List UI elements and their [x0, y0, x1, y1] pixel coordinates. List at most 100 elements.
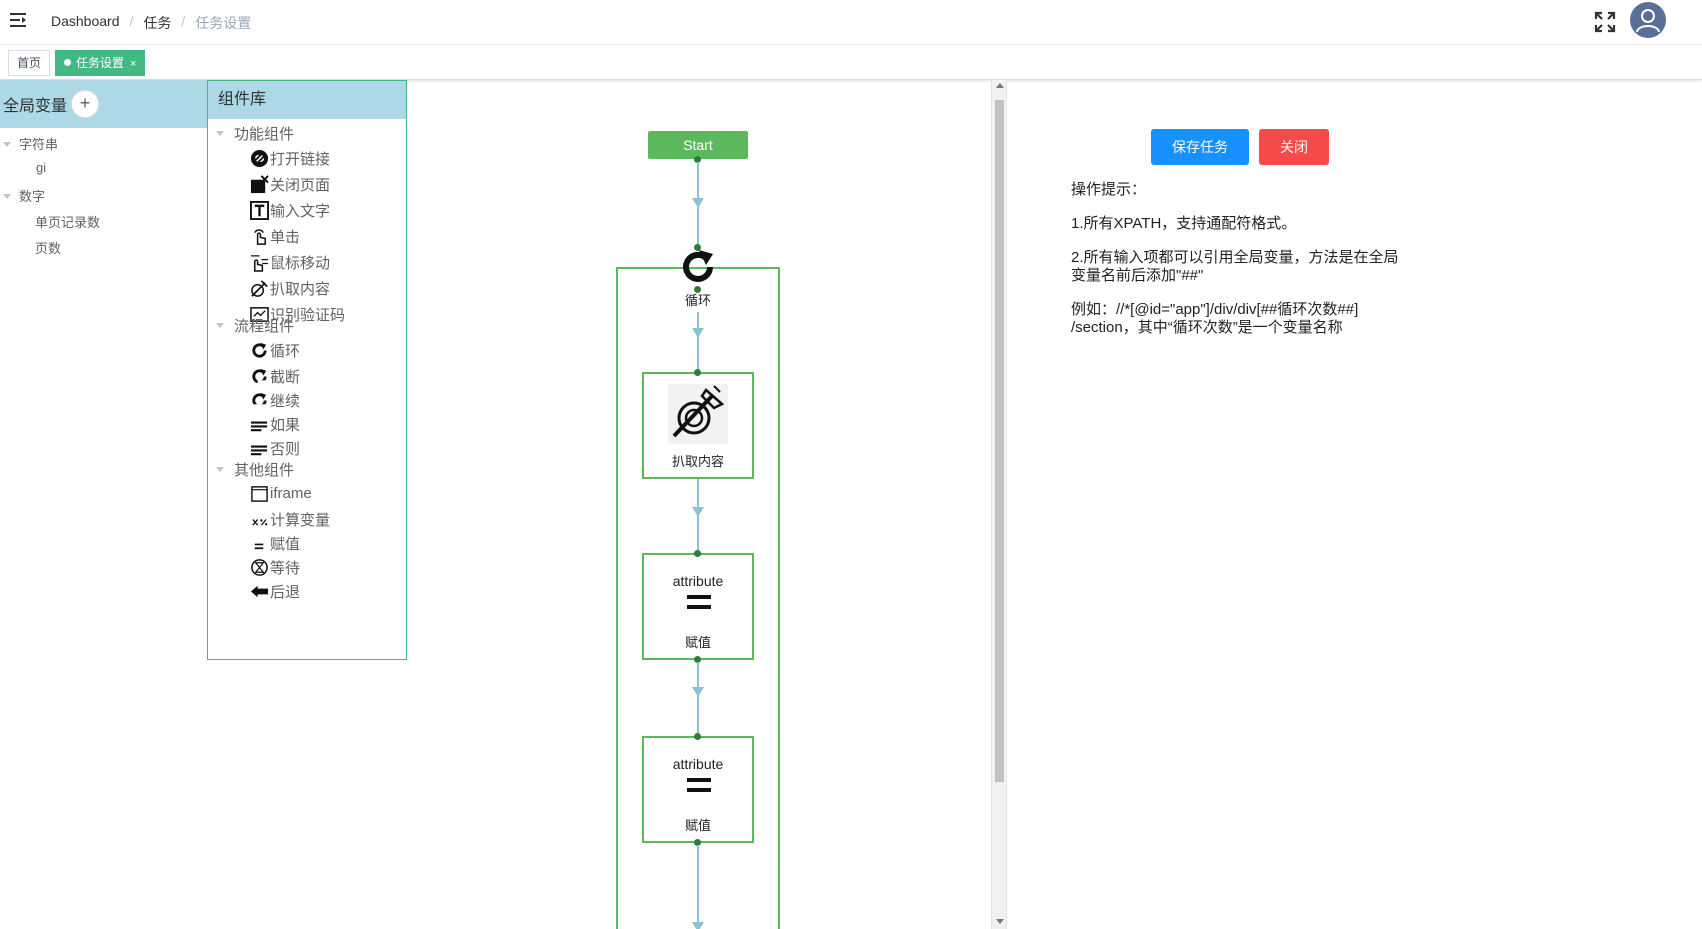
- assign-node-2-label: 赋值: [684, 818, 711, 833]
- group-flow[interactable]: 流程组件: [216, 315, 294, 336]
- component-wait[interactable]: 等待: [250, 557, 300, 578]
- wait-icon: [251, 559, 268, 576]
- assign-node-1-attribute: attribute: [672, 573, 724, 589]
- caret-down-icon[interactable]: [216, 323, 224, 328]
- close-tag-icon[interactable]: ×: [130, 58, 137, 70]
- group-other[interactable]: 其他组件: [216, 459, 294, 480]
- equals-icon: [687, 595, 711, 599]
- component-input-text[interactable]: 输入文字: [250, 200, 330, 221]
- arrow-down-icon: [692, 507, 704, 517]
- assign-icon: [254, 543, 264, 550]
- settings-panel: 保存任务 关闭 操作提示： 1.所有XPATH，支持通配符格式。 2.所有输入项…: [1007, 80, 1702, 929]
- global-vars-panel: 全局变量 + 字符串 gi 数字 单页记录数 页数: [0, 80, 207, 929]
- caret-down-icon[interactable]: [3, 194, 11, 199]
- tip-1: 1.所有XPATH，支持通配符格式。: [1071, 215, 1297, 232]
- hamburger-icon[interactable]: [10, 12, 28, 28]
- tips: 操作提示： 1.所有XPATH，支持通配符格式。 2.所有输入项都可以引用全局变…: [1071, 181, 1411, 353]
- component-break[interactable]: 截断: [250, 366, 300, 387]
- arrow-down-icon: [692, 922, 704, 929]
- calc-var-icon: [252, 519, 268, 526]
- component-if[interactable]: 如果: [250, 414, 300, 435]
- navbar: Dashboard / 任务 / 任务设置: [0, 0, 1702, 45]
- extract-icon: [251, 280, 268, 297]
- group-function[interactable]: 功能组件: [216, 123, 294, 144]
- extract-label: 扒取内容: [671, 454, 724, 469]
- tree-node-number[interactable]: 数字: [3, 186, 45, 205]
- component-iframe[interactable]: iframe: [250, 484, 312, 503]
- link-icon: [250, 149, 269, 168]
- component-extract[interactable]: 扒取内容: [250, 278, 330, 299]
- back-icon: [250, 585, 269, 598]
- assign-node-1[interactable]: attribute 赋值: [642, 553, 754, 660]
- mouse-move-icon: [250, 255, 269, 272]
- loop-label: 循环: [684, 293, 711, 308]
- component-open-link[interactable]: 打开链接: [250, 148, 330, 169]
- caret-down-icon[interactable]: [3, 142, 11, 147]
- assign-node-2[interactable]: attribute 赋值: [642, 736, 754, 843]
- arrow-down-icon: [692, 328, 704, 338]
- component-continue[interactable]: 继续: [250, 390, 300, 411]
- save-task-button[interactable]: 保存任务: [1151, 129, 1249, 165]
- extract-icon: [668, 384, 728, 444]
- component-assign[interactable]: 赋值: [250, 533, 300, 554]
- tip-3: 例如：//*[@id="app"]/div/div[##循环次数##]/sect…: [1071, 301, 1359, 336]
- start-node[interactable]: Start: [648, 131, 748, 159]
- tree-leaf-gi[interactable]: gi: [36, 160, 47, 175]
- scroll-up-icon[interactable]: [996, 83, 1004, 88]
- tip-2: 2.所有输入项都可以引用全局变量，方法是在全局变量名前后添加"##": [1071, 249, 1399, 284]
- assign-node-1-label: 赋值: [684, 635, 711, 650]
- component-mouse-move[interactable]: 鼠标移动: [250, 252, 330, 273]
- breadcrumb-dashboard[interactable]: Dashboard: [51, 13, 120, 29]
- tree-node-string[interactable]: 字符串: [3, 134, 58, 153]
- tag-task-settings[interactable]: 任务设置×: [55, 50, 146, 76]
- click-icon: [254, 229, 266, 245]
- global-vars-title: 全局变量: [3, 98, 68, 115]
- tree-leaf-pages[interactable]: 页数: [35, 241, 62, 256]
- component-back[interactable]: 后退: [250, 581, 300, 602]
- component-loop[interactable]: 循环: [250, 340, 300, 361]
- text-input-icon: [250, 201, 269, 220]
- component-library-title: 组件库: [208, 81, 406, 119]
- add-var-button[interactable]: +: [71, 90, 100, 118]
- arrow-down-icon: [692, 198, 704, 208]
- arrow-down-icon: [692, 687, 704, 697]
- component-calc-var[interactable]: 计算变量: [250, 509, 330, 530]
- split-bar[interactable]: [991, 80, 1007, 929]
- component-else[interactable]: 否则: [250, 438, 300, 459]
- global-vars-header: 全局变量 +: [0, 80, 207, 128]
- loop-container[interactable]: [616, 267, 780, 929]
- component-captcha[interactable]: 识别验证码: [250, 304, 345, 325]
- break-icon: [252, 368, 269, 386]
- if-icon: [250, 421, 268, 432]
- tag-home[interactable]: 首页: [8, 50, 51, 76]
- tree-leaf-page-records[interactable]: 单页记录数: [35, 215, 101, 230]
- breadcrumb-task-settings: 任务设置: [195, 15, 252, 31]
- user-icon: [1636, 9, 1660, 33]
- scroll-down-icon[interactable]: [996, 919, 1004, 924]
- tips-title: 操作提示：: [1071, 181, 1147, 198]
- else-icon: [250, 445, 268, 456]
- avatar[interactable]: [1630, 2, 1666, 38]
- loop-icon: [252, 342, 267, 358]
- breadcrumb: Dashboard / 任务 / 任务设置: [51, 13, 252, 31]
- caret-down-icon[interactable]: [216, 131, 224, 136]
- tags-view: 首页 任务设置×: [0, 46, 1702, 80]
- captcha-icon: [250, 307, 269, 322]
- active-dot-icon: [64, 59, 71, 66]
- component-close-page[interactable]: 关闭页面: [250, 174, 330, 195]
- scrollbar-thumb[interactable]: [995, 100, 1004, 782]
- caret-down-icon[interactable]: [216, 467, 224, 472]
- loop-icon[interactable]: [677, 246, 719, 288]
- fullscreen-icon[interactable]: [1594, 11, 1616, 33]
- equals-icon: [687, 778, 711, 782]
- extract-node[interactable]: 扒取内容: [642, 372, 754, 479]
- close-button[interactable]: 关闭: [1259, 129, 1329, 165]
- close-page-icon: [250, 175, 269, 194]
- component-click[interactable]: 单击: [250, 226, 300, 247]
- continue-icon: [252, 392, 269, 410]
- assign-node-2-attribute: attribute: [672, 756, 724, 772]
- breadcrumb-task[interactable]: 任务: [143, 15, 172, 31]
- flow-canvas[interactable]: Start 循环 扒取内容 attribute 赋值 attribute: [407, 80, 991, 929]
- component-library: 组件库 功能组件 打开链接 关闭页面 输入文字 单击 鼠标移动 扒取内容 识别验…: [207, 80, 407, 660]
- iframe-icon: [251, 486, 268, 502]
